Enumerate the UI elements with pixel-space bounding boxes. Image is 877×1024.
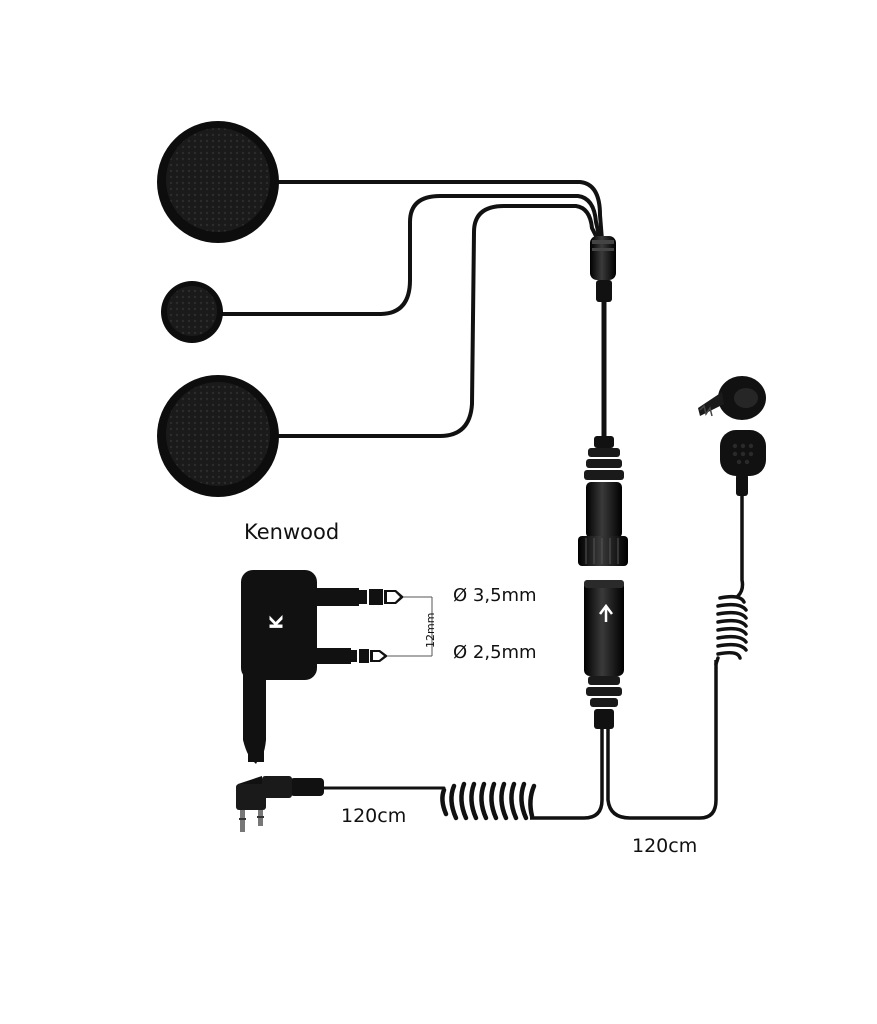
plug-k-mark: K — [266, 615, 288, 630]
ptt-cable — [714, 494, 748, 666]
bottom-y-split — [530, 660, 718, 820]
cable-splitter — [590, 236, 616, 302]
velcro-strap — [698, 376, 766, 420]
speaker-bottom — [157, 375, 279, 497]
cable-length-right-label: 120cm — [632, 835, 698, 857]
arrow-up-icon — [599, 603, 613, 622]
pin-spacing-label: 12mm — [424, 612, 437, 648]
connector-female — [584, 580, 624, 729]
radio-plug-angled — [236, 776, 324, 832]
kenwood-plug-diagram — [241, 570, 404, 764]
ptt-button — [720, 430, 766, 496]
coiled-cable-left — [318, 781, 537, 821]
connector-male — [578, 436, 628, 566]
microphone-foam — [161, 281, 223, 343]
brand-label: Kenwood — [244, 520, 340, 544]
headset-cables — [220, 180, 604, 438]
speaker-top — [157, 121, 279, 243]
cable-length-left-label: 120cm — [341, 805, 407, 827]
diameter-3-5mm-label: Ø 3,5mm — [453, 585, 537, 606]
dimension-lines — [388, 596, 433, 657]
diameter-2-5mm-label: Ø 2,5mm — [453, 642, 537, 663]
